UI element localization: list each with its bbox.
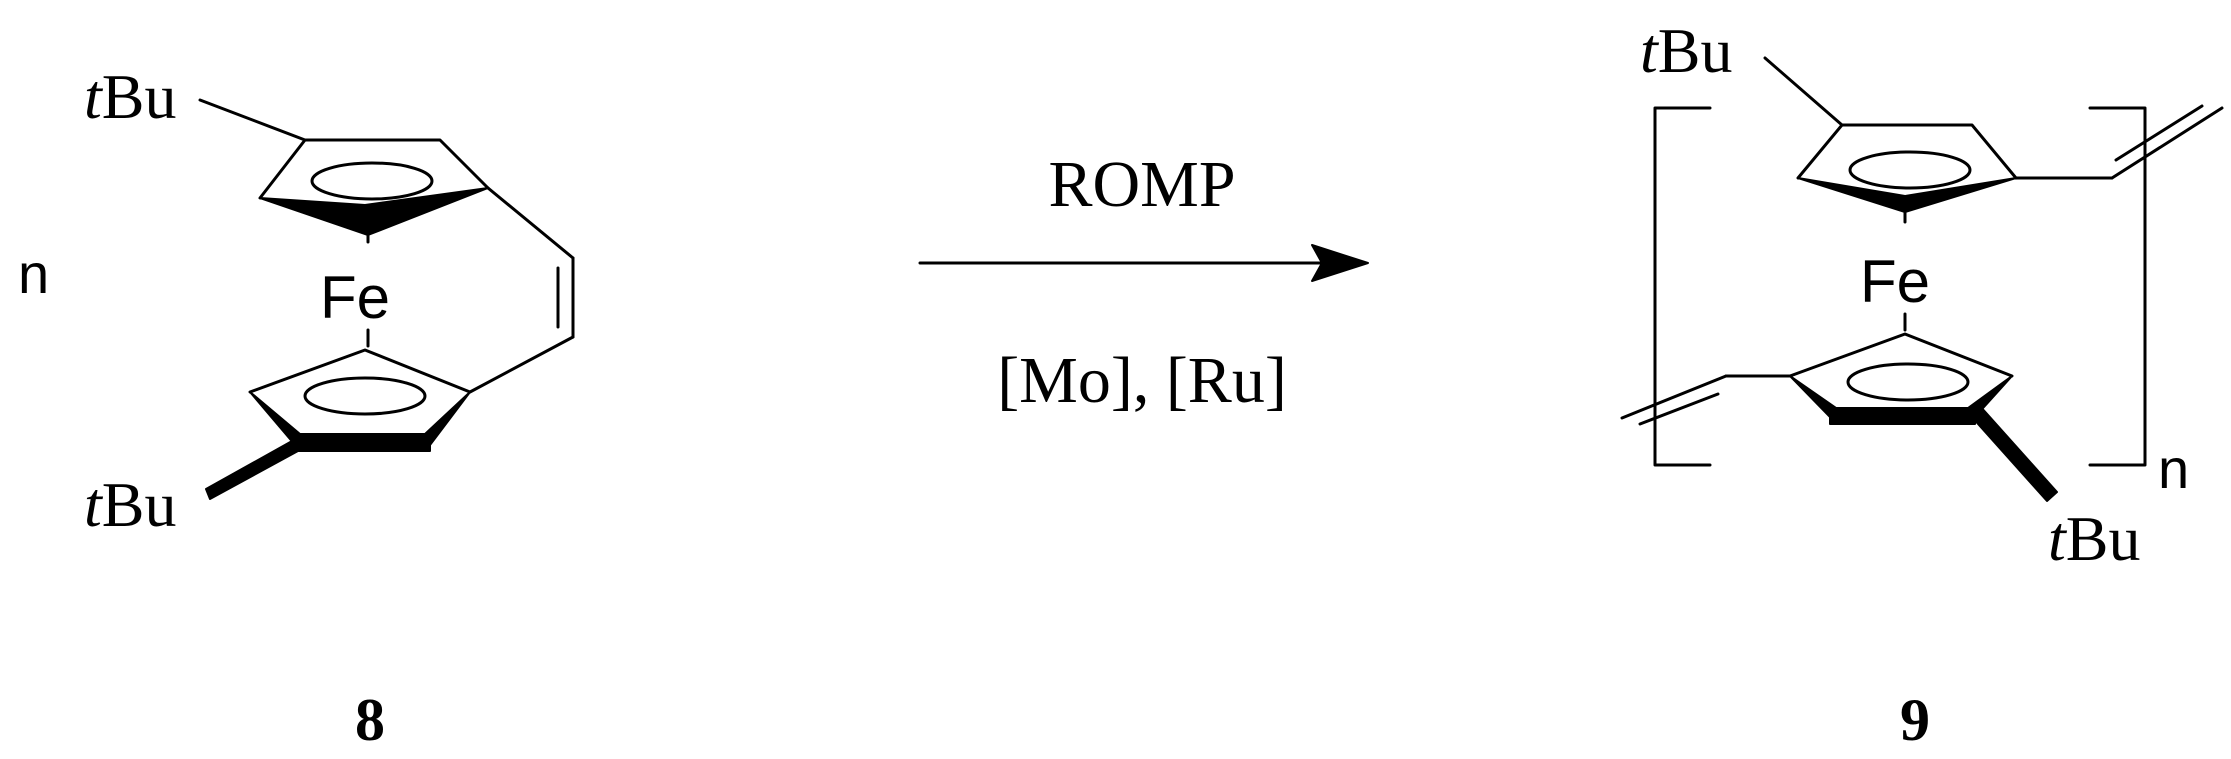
reactant-bottom-cp-aromatic-circle (303, 376, 427, 416)
reactant-top-tbu-bond (198, 98, 307, 142)
reactant-coefficient: n (18, 242, 49, 305)
product-top-tbu-label: tBu (1640, 15, 1732, 86)
reactant-8: n tBu Fe tBu 8 (18, 61, 575, 753)
reaction-arrow: ROMP [Mo], [Ru] (918, 148, 1369, 417)
reactant-top-tbu-label: tBu (84, 61, 176, 132)
product-top-tbu-bond (1763, 56, 1844, 127)
product-iron-label: Fe (1860, 248, 1930, 315)
reactant-bottom-tbu-bond (205, 440, 299, 500)
reactant-iron-label: Fe (320, 264, 390, 331)
product-9: tBu Fe (1620, 15, 2224, 753)
product-top-cp-ring (1796, 123, 2018, 224)
reactant-cis-vinylene-bridge (468, 186, 575, 394)
arrow-label-above: ROMP (1048, 148, 1235, 221)
reactant-top-cp-ring (258, 138, 490, 244)
product-bottom-cp-aromatic-circle (1846, 362, 1970, 402)
product-left-bracket (1653, 106, 1712, 467)
arrow-head (1311, 244, 1369, 282)
product-bottom-cp-ring (1788, 312, 2014, 425)
product-top-vinylene (2014, 104, 2224, 180)
reactant-top-cp-aromatic-circle (310, 161, 434, 201)
product-top-cp-aromatic-circle (1848, 150, 1972, 190)
arrow-label-below: [Mo], [Ru] (997, 344, 1287, 417)
product-compound-number: 9 (1900, 687, 1930, 753)
reactant-bottom-tbu-label: tBu (84, 469, 176, 540)
product-right-bracket (2088, 106, 2147, 467)
reactant-bottom-cp-ring (248, 328, 472, 452)
product-bottom-tbu-label: tBu (2048, 503, 2140, 574)
reactant-compound-number: 8 (355, 687, 385, 753)
product-bottom-vinylene (1620, 374, 1792, 426)
product-bottom-tbu-bond (1969, 405, 2058, 502)
product-repeat-subscript: n (2158, 437, 2189, 500)
